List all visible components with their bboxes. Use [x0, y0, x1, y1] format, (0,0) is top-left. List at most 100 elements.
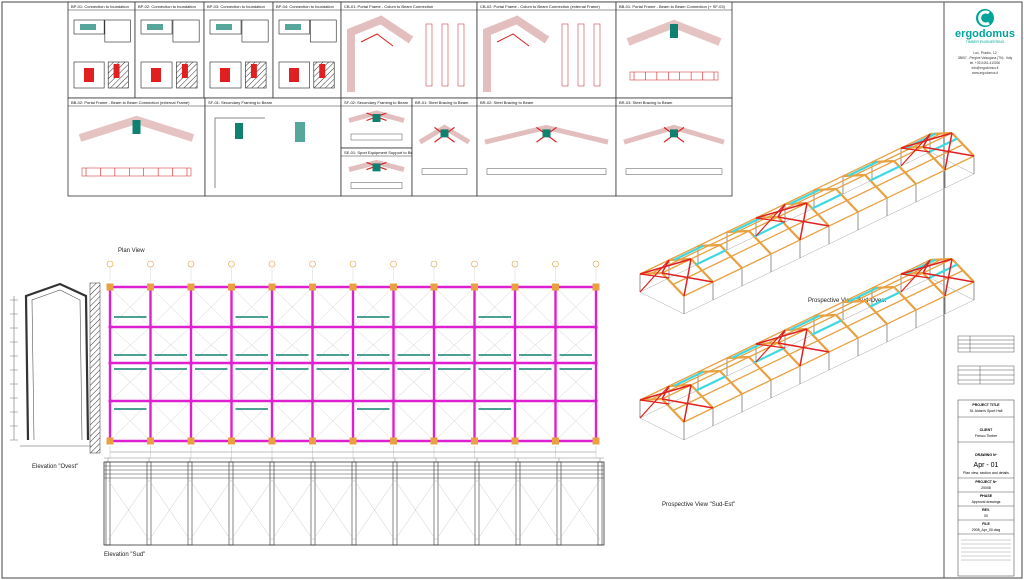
detail-bolt-group: [220, 68, 230, 82]
column: [430, 283, 438, 291]
detail-panel-5: CB-01: Portal Frame - Colum to Beam Conn…: [340, 1, 478, 99]
detail-frame-member: [483, 15, 550, 92]
client-label: CLIENT: [980, 428, 994, 432]
bracing-hidden: [514, 286, 556, 328]
wall-bracing: [639, 273, 670, 279]
connection-node: [270, 325, 274, 329]
drawing-label: DRAWING Nº: [975, 453, 997, 457]
bracing-elevation: [476, 479, 519, 541]
logo-web: www.ergodomus.it: [972, 71, 998, 75]
column: [471, 283, 478, 291]
logo-address2: 38057 - Pergine Valsugana (TN) - Italy: [958, 56, 1013, 60]
connection-node: [229, 361, 234, 365]
detail-frame: [340, 97, 413, 149]
detail-sketch: [73, 61, 105, 89]
detail-sketch: [140, 61, 173, 89]
connection-node: [148, 325, 153, 329]
detail-sketch: [241, 19, 269, 43]
revision-table: [957, 335, 1015, 385]
column: [592, 437, 600, 445]
drawing-description: Plan view, section and details: [963, 471, 1009, 475]
bracing-hidden: [474, 400, 516, 442]
detail-sketch: [278, 19, 310, 35]
bracing-hidden: [109, 286, 151, 328]
detail-panel-3: BP-03: Connection to foundation: [203, 1, 274, 99]
connection-node: [594, 399, 598, 403]
bracing-hidden: [514, 400, 556, 442]
detail-frame: [615, 97, 733, 197]
connection-node: [229, 399, 234, 403]
connection-node: [391, 399, 396, 403]
connection-node: [108, 325, 112, 329]
purlin-3d: [672, 269, 964, 412]
detail-frame: [204, 97, 342, 197]
bracing-hidden: [433, 400, 475, 442]
detail-frame-member: [347, 15, 414, 92]
connection-node: [351, 361, 355, 365]
logo-tagline: TIMBER ENGINEERING: [966, 40, 1005, 44]
detail-beam-section: [629, 71, 719, 81]
detail-anchor: [181, 64, 188, 78]
detail-member: [348, 159, 405, 173]
bracing-hidden: [352, 326, 394, 364]
connection-node: [432, 325, 436, 329]
rev-label: REV.: [982, 508, 990, 512]
detail-plate: [147, 24, 163, 30]
detail-frame: [476, 1, 617, 99]
connection-node: [351, 325, 355, 329]
project-title: St. Aidan's Sport Hall: [970, 409, 1003, 413]
detail-anchor: [113, 64, 120, 78]
bracing-elevation: [312, 479, 355, 541]
detail-title: BB-01: Portal Frame - Beam to Beam Conne…: [619, 4, 726, 9]
connection-node: [351, 399, 355, 403]
connection-node: [189, 325, 193, 329]
bracing-hidden: [312, 400, 354, 442]
connection-node: [391, 361, 396, 365]
connection-node: [472, 399, 477, 403]
detail-panel-10: SF-02: Secondary Framing to Beam: [340, 97, 413, 149]
project-title-label: PROJECT TITLE: [972, 403, 1000, 407]
title-block: ergodomus TIMBER ENGINEERING Loc. Pradio…: [943, 2, 1015, 578]
column: [430, 437, 438, 445]
roof-bracing: [683, 258, 692, 297]
secondary-3d: [695, 249, 726, 266]
phase-value: Approval drawings: [972, 500, 1001, 504]
column: [268, 437, 276, 445]
detail-panel-8: BB-02: Portal Frame - Beam to Beam Conne…: [67, 97, 206, 197]
detail-connector: [360, 33, 394, 47]
column: [592, 283, 600, 291]
column: [309, 437, 316, 445]
drawing-number: Apr - 01: [974, 462, 999, 469]
detail-panel-2: BP-02: Connection to foundation: [134, 1, 205, 99]
detail-plate: [295, 122, 305, 142]
detail-plate: [372, 114, 381, 122]
bracing-hidden: [393, 400, 435, 442]
detail-member: [623, 124, 725, 145]
file-name: 2008_Apr_00.dwg: [972, 528, 1000, 532]
portal-frame: [24, 282, 90, 441]
detail-sketch: [209, 61, 242, 89]
bracing-elevation: [353, 479, 396, 541]
company-logo: ergodomus TIMBER ENGINEERING Loc. Pradio…: [955, 9, 1015, 75]
column: [552, 283, 559, 291]
connection-node: [270, 399, 274, 403]
detail-member: [418, 124, 471, 145]
detail-sketch: [104, 19, 131, 43]
bracing-hidden: [312, 286, 354, 328]
bracing-hidden: [231, 286, 273, 328]
secondary-3d: [811, 319, 842, 336]
portal-frame-inner: [31, 289, 83, 441]
detail-plate: [285, 24, 301, 30]
connection-node: [513, 325, 517, 329]
detail-bolt-group: [289, 68, 299, 82]
column: [187, 437, 195, 445]
bracing-hidden: [150, 326, 192, 364]
detail-title: BR-03: Steel Bracing to Beam: [619, 100, 673, 105]
phase-label: PHASE: [980, 494, 993, 498]
detail-title: SF-02: Secondary Framing to Beam: [344, 100, 409, 105]
bracing-hidden: [271, 326, 313, 364]
perspective-se-title: Prospective View "Sud-Est": [662, 502, 735, 508]
elevation-west-title: Elevation "Ovest": [32, 464, 78, 470]
connection-node: [108, 399, 112, 403]
